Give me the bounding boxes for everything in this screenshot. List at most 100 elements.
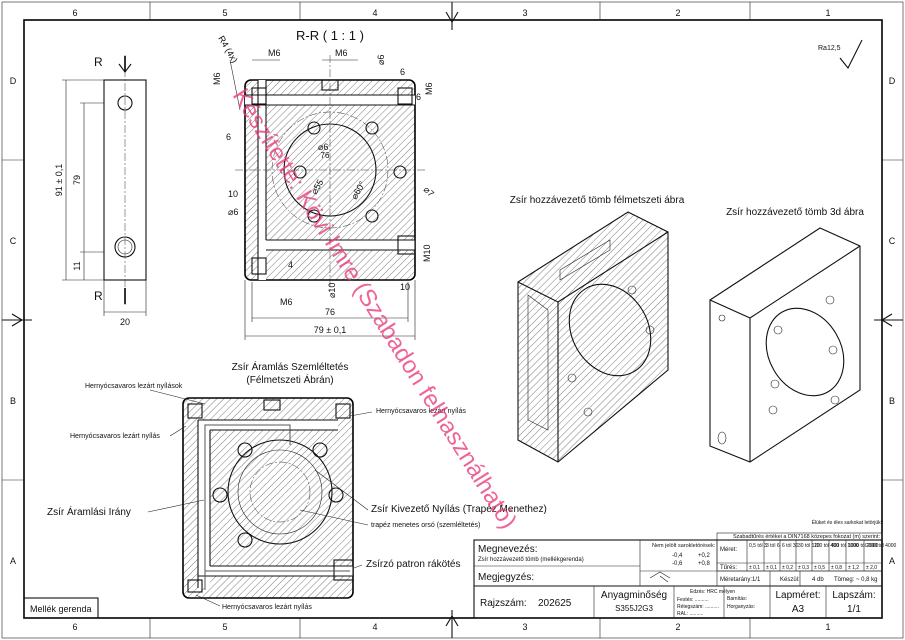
dim-m6-a: M6 [268, 48, 281, 58]
row-label-d-right: D [889, 76, 896, 86]
col-label-6-bottom: 6 [72, 622, 77, 632]
section-rr-view [229, 55, 425, 340]
side-view [62, 55, 147, 316]
dim-d10: ⌀10 [327, 283, 337, 298]
dim-six-c: 6 [226, 132, 231, 142]
callout-seal-left: Hernyócsavaros lezárt nyílás [70, 433, 160, 440]
col-label-3: 3 [522, 8, 527, 18]
section-title: R-R ( 1 : 1 ) [296, 28, 364, 43]
tol-range-2: 3 tól 6 [766, 543, 780, 549]
roughness-symbol [839, 39, 863, 70]
col-label-4: 4 [372, 8, 377, 18]
lapmeret-label: Lapméret: [775, 590, 820, 601]
dim-height-79: 79 [72, 175, 82, 185]
megjegyzes-label: Megjegyzés: [478, 572, 534, 583]
dim-m6-b: M6 [335, 48, 348, 58]
anyag-value: S355J2G3 [615, 604, 653, 613]
rajzszam-value: 202625 [538, 598, 572, 609]
col-label-1-bottom: 1 [825, 622, 830, 632]
dim-r4: R4 (4x) [216, 34, 239, 65]
row-label-c-right: C [889, 236, 896, 246]
rajzszam-label: Rajzszám: [480, 598, 527, 609]
tol-value-5: ± 0,5 [814, 565, 825, 571]
roughness-label: Ra12,5 [818, 45, 841, 52]
title-block [473, 532, 883, 619]
keszul-value: 4 db [812, 577, 824, 583]
dim-height-91: 91 ± 0,1 [54, 164, 64, 196]
col-label-5-bottom: 5 [222, 622, 227, 632]
dim-m6-left: M6 [212, 72, 222, 85]
dim-m6-bottom: M6 [280, 297, 293, 307]
flow-view [147, 389, 373, 607]
callout-spindle: trapéz menetes orsó (szemléltetés) [371, 522, 480, 529]
tol-value-1: ± 0,1 [749, 565, 760, 571]
lapmeret-value: A3 [792, 604, 805, 615]
tol-range-3: 6 tól 30 [782, 543, 799, 549]
col-label-3-bottom: 3 [522, 622, 527, 632]
dim-ten-a: 10 [228, 189, 238, 199]
row-label-a: A [10, 556, 16, 566]
meretarany-text: Méretarány:1/1 [720, 577, 761, 583]
dim-m10: M10 [422, 244, 432, 262]
cut-label-bottom: R [94, 289, 103, 303]
half-section-title: Zsír hozzávezető tömb félmetszeti ábra [510, 195, 685, 206]
tol-value-2: ± 0,1 [766, 565, 777, 571]
tol-b2: +0,8 [698, 561, 711, 567]
iso-view-title: Zsír hozzávezető tömb 3d ábra [726, 207, 864, 218]
tol-meret-label: Méret: [720, 547, 737, 553]
callout-nipple: Zsírzó patron rákötés [366, 559, 460, 570]
tol-range-8: 2000 tól 4000 [866, 543, 897, 549]
dim-height-11: 11 [72, 261, 82, 270]
col-label-5: 5 [222, 8, 227, 18]
edzes-text: Edzés: HRC mélyen [690, 589, 735, 595]
dim-four: 4 [288, 260, 293, 270]
tol-range-5: 120 tól 400 [814, 543, 839, 549]
col-label-1: 1 [825, 8, 830, 18]
iso-3d-view [709, 227, 861, 463]
tol-title: Szabadtűrés értékei a DIN7168 közepes fo… [733, 534, 881, 540]
tol-tures-label: Tűrés: [720, 565, 737, 571]
tomeg-text: Tömeg: ~ 0,8 kg [834, 577, 878, 583]
tol-value-8: ± 2,0 [866, 565, 877, 571]
tol-value-4: ± 0,3 [798, 565, 809, 571]
keszul-label: Készül: [780, 577, 800, 583]
row-label-b-right: B [889, 396, 895, 406]
dim-m6-c: M6 [424, 82, 434, 95]
ral-text: RAL: .......... [677, 611, 703, 617]
label-box-frame [23, 597, 99, 619]
retegszam-text: Rétegszám: .......... [677, 604, 719, 610]
tol-range-4: 30 tól 120 [798, 543, 820, 549]
callout-seal-holes: Hernyócsavaros lezárt nyílások [85, 383, 183, 390]
dim-ten-b: 10 [400, 282, 410, 292]
dim-d6-mid: ⌀6 [318, 142, 328, 152]
dim-d6-left: ⌀6 [228, 207, 238, 217]
label-box-text: Mellék gerenda [30, 604, 92, 614]
tol-range-1: 0,5 tól 3 [749, 543, 767, 549]
nem-jelolt-label: Nem jelölt sarokletörések: [652, 543, 716, 549]
col-label-6: 6 [72, 8, 77, 18]
tol-value-7: ± 1,2 [848, 565, 859, 571]
megnevezes-value: Zsír hozzávezető tömb (mellékgerenda) [478, 557, 584, 563]
dim-76-inner: 76 [321, 151, 330, 160]
row-label-d: D [10, 76, 17, 86]
dim-d6-top: ⌀6 [376, 55, 386, 65]
tol-value-3: ± 0,2 [782, 565, 793, 571]
horganyzas-text: Horganyzás: [727, 604, 755, 610]
dim-width-79: 79 ± 0,1 [314, 325, 346, 335]
callout-seal-bottom: Hernyócsavaros lezárt nyílás [222, 604, 312, 611]
tol-a1: -0,4 [672, 553, 683, 559]
row-label-a-right: A [889, 556, 895, 566]
cut-label-top: R [94, 55, 103, 69]
megnevezes-label: Megnevezés: [478, 544, 537, 555]
callout-seal-right: Hernyócsavaros lezárt nyílás [376, 408, 466, 415]
callout-flow-direction: Zsír Áramlási Irány [47, 505, 131, 518]
anyag-label: Anyagminőség [601, 590, 667, 601]
festes-text: Festés: .......... [677, 597, 709, 603]
tol-b1: +0,2 [698, 553, 711, 559]
lapszam-label: Lapszám: [832, 590, 875, 601]
dim-d7: ⌀7 [422, 184, 436, 198]
col-label-4-bottom: 4 [372, 622, 377, 632]
dim-six-b: 6 [416, 92, 421, 102]
